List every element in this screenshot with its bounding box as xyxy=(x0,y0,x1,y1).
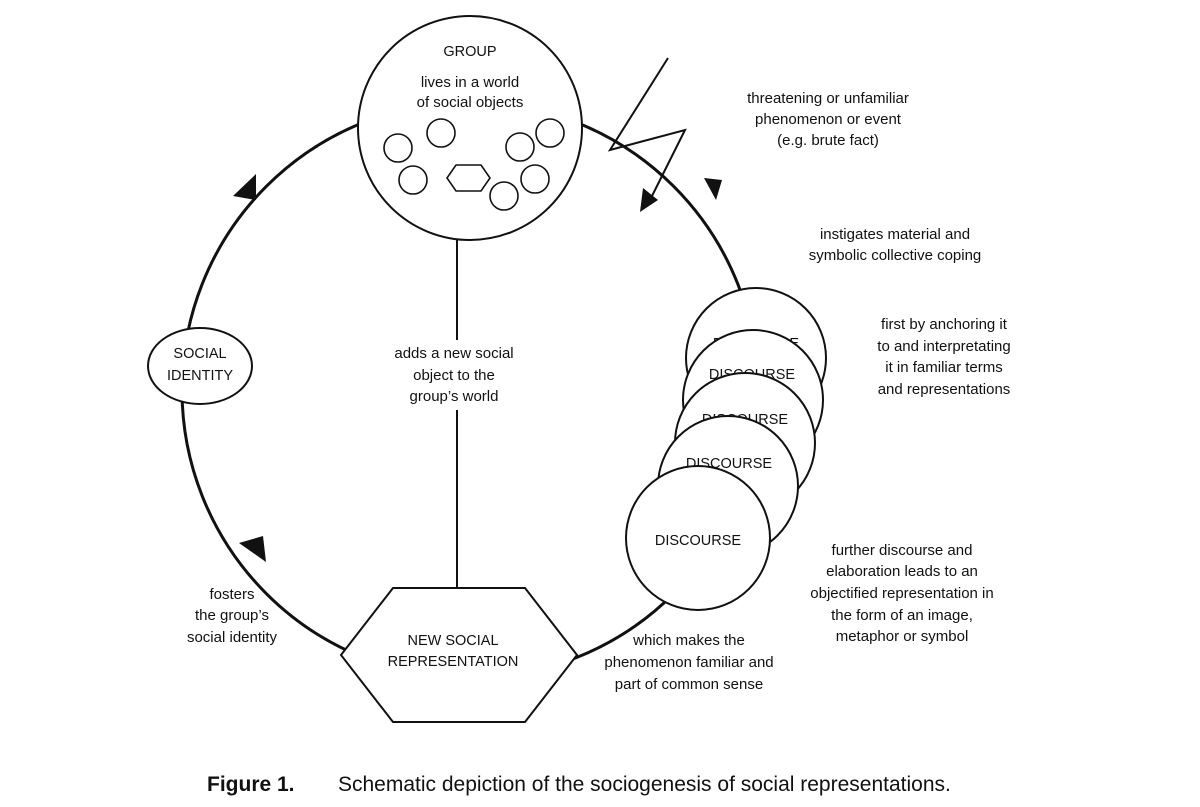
caption-text: Schematic depiction of the sociogenesis … xyxy=(338,773,951,796)
social-object-circle xyxy=(383,133,413,163)
svg-text:group’s world: group’s world xyxy=(410,388,499,405)
svg-text:the group’s: the group’s xyxy=(195,607,269,624)
new-representation-label: REPRESENTATION xyxy=(388,654,519,670)
svg-text:which makes the: which makes the xyxy=(632,632,745,649)
figure-caption: Figure 1. Schematic depiction of the soc… xyxy=(207,773,951,796)
annotation-familiar: which makes the phenomenon familiar and … xyxy=(604,632,773,693)
social-identity-label: IDENTITY xyxy=(167,368,233,384)
svg-text:(e.g. brute fact): (e.g. brute fact) xyxy=(777,132,879,149)
svg-text:to and interpretating: to and interpretating xyxy=(877,338,1010,355)
svg-text:part of common sense: part of common sense xyxy=(615,676,763,693)
svg-text:it in familiar terms: it in familiar terms xyxy=(885,359,1003,376)
group-node: GROUP lives in a world of social objects xyxy=(357,15,583,241)
cycle-arrow-left-lower xyxy=(239,536,266,562)
new-social-object-hexagon xyxy=(446,164,491,192)
cycle-arrow-right xyxy=(704,178,722,200)
annotation-anchoring: first by anchoring it to and interpretat… xyxy=(877,316,1010,398)
social-identity-node: SOCIAL IDENTITY xyxy=(147,327,253,405)
svg-text:the form of an image,: the form of an image, xyxy=(831,607,973,624)
svg-text:object to the: object to the xyxy=(413,367,495,384)
svg-text:fosters: fosters xyxy=(209,586,254,603)
svg-text:elaboration leads to an: elaboration leads to an xyxy=(826,563,978,580)
social-object-circle xyxy=(398,165,428,195)
group-text-line: of social objects xyxy=(417,94,524,111)
svg-text:further discourse and: further discourse and xyxy=(832,542,973,559)
annotation-adds: adds a new social object to the group’s … xyxy=(382,340,532,410)
cycle-arrow-left-upper xyxy=(233,174,256,200)
svg-text:DISCOURSE: DISCOURSE xyxy=(655,533,742,549)
discourse-circle: DISCOURSE xyxy=(625,465,771,611)
svg-text:phenomenon familiar and: phenomenon familiar and xyxy=(604,654,773,671)
social-object-circle xyxy=(505,132,535,162)
svg-text:objectified representation in: objectified representation in xyxy=(810,585,993,602)
annotation-threat: threatening or unfamiliar phenomenon or … xyxy=(747,90,909,149)
svg-text:threatening or unfamiliar: threatening or unfamiliar xyxy=(747,90,909,107)
svg-text:first by anchoring it: first by anchoring it xyxy=(881,316,1008,333)
annotation-instigates: instigates material and symbolic collect… xyxy=(809,226,982,264)
group-text-line: lives in a world xyxy=(421,74,519,91)
svg-text:and representations: and representations xyxy=(878,381,1011,398)
new-representation-node: NEW SOCIAL REPRESENTATION xyxy=(339,587,579,723)
social-object-circle xyxy=(520,164,550,194)
svg-text:instigates material and: instigates material and xyxy=(820,226,970,243)
new-representation-label: NEW SOCIAL xyxy=(407,633,498,649)
caption-number: Figure 1. xyxy=(207,773,295,796)
svg-text:metaphor or symbol: metaphor or symbol xyxy=(836,628,969,645)
social-identity-label: SOCIAL xyxy=(173,346,226,362)
group-title: GROUP xyxy=(443,44,496,60)
social-object-circle xyxy=(535,118,565,148)
svg-text:phenomenon or event: phenomenon or event xyxy=(755,111,902,128)
svg-text:social identity: social identity xyxy=(187,629,278,646)
svg-text:symbolic collective coping: symbolic collective coping xyxy=(809,247,982,264)
discourse-stack: DISCOURSE DISCOURSE DISCOURSE DISCOURSE … xyxy=(625,287,827,611)
lightning-arrowhead xyxy=(640,188,658,212)
annotation-fosters: fosters the group’s social identity xyxy=(187,586,278,646)
lightning-bolt xyxy=(607,57,687,201)
annotation-further: further discourse and elaboration leads … xyxy=(810,542,993,645)
social-object-circle xyxy=(489,181,519,211)
svg-text:adds a new social: adds a new social xyxy=(394,345,513,362)
social-object-circle xyxy=(426,118,456,148)
